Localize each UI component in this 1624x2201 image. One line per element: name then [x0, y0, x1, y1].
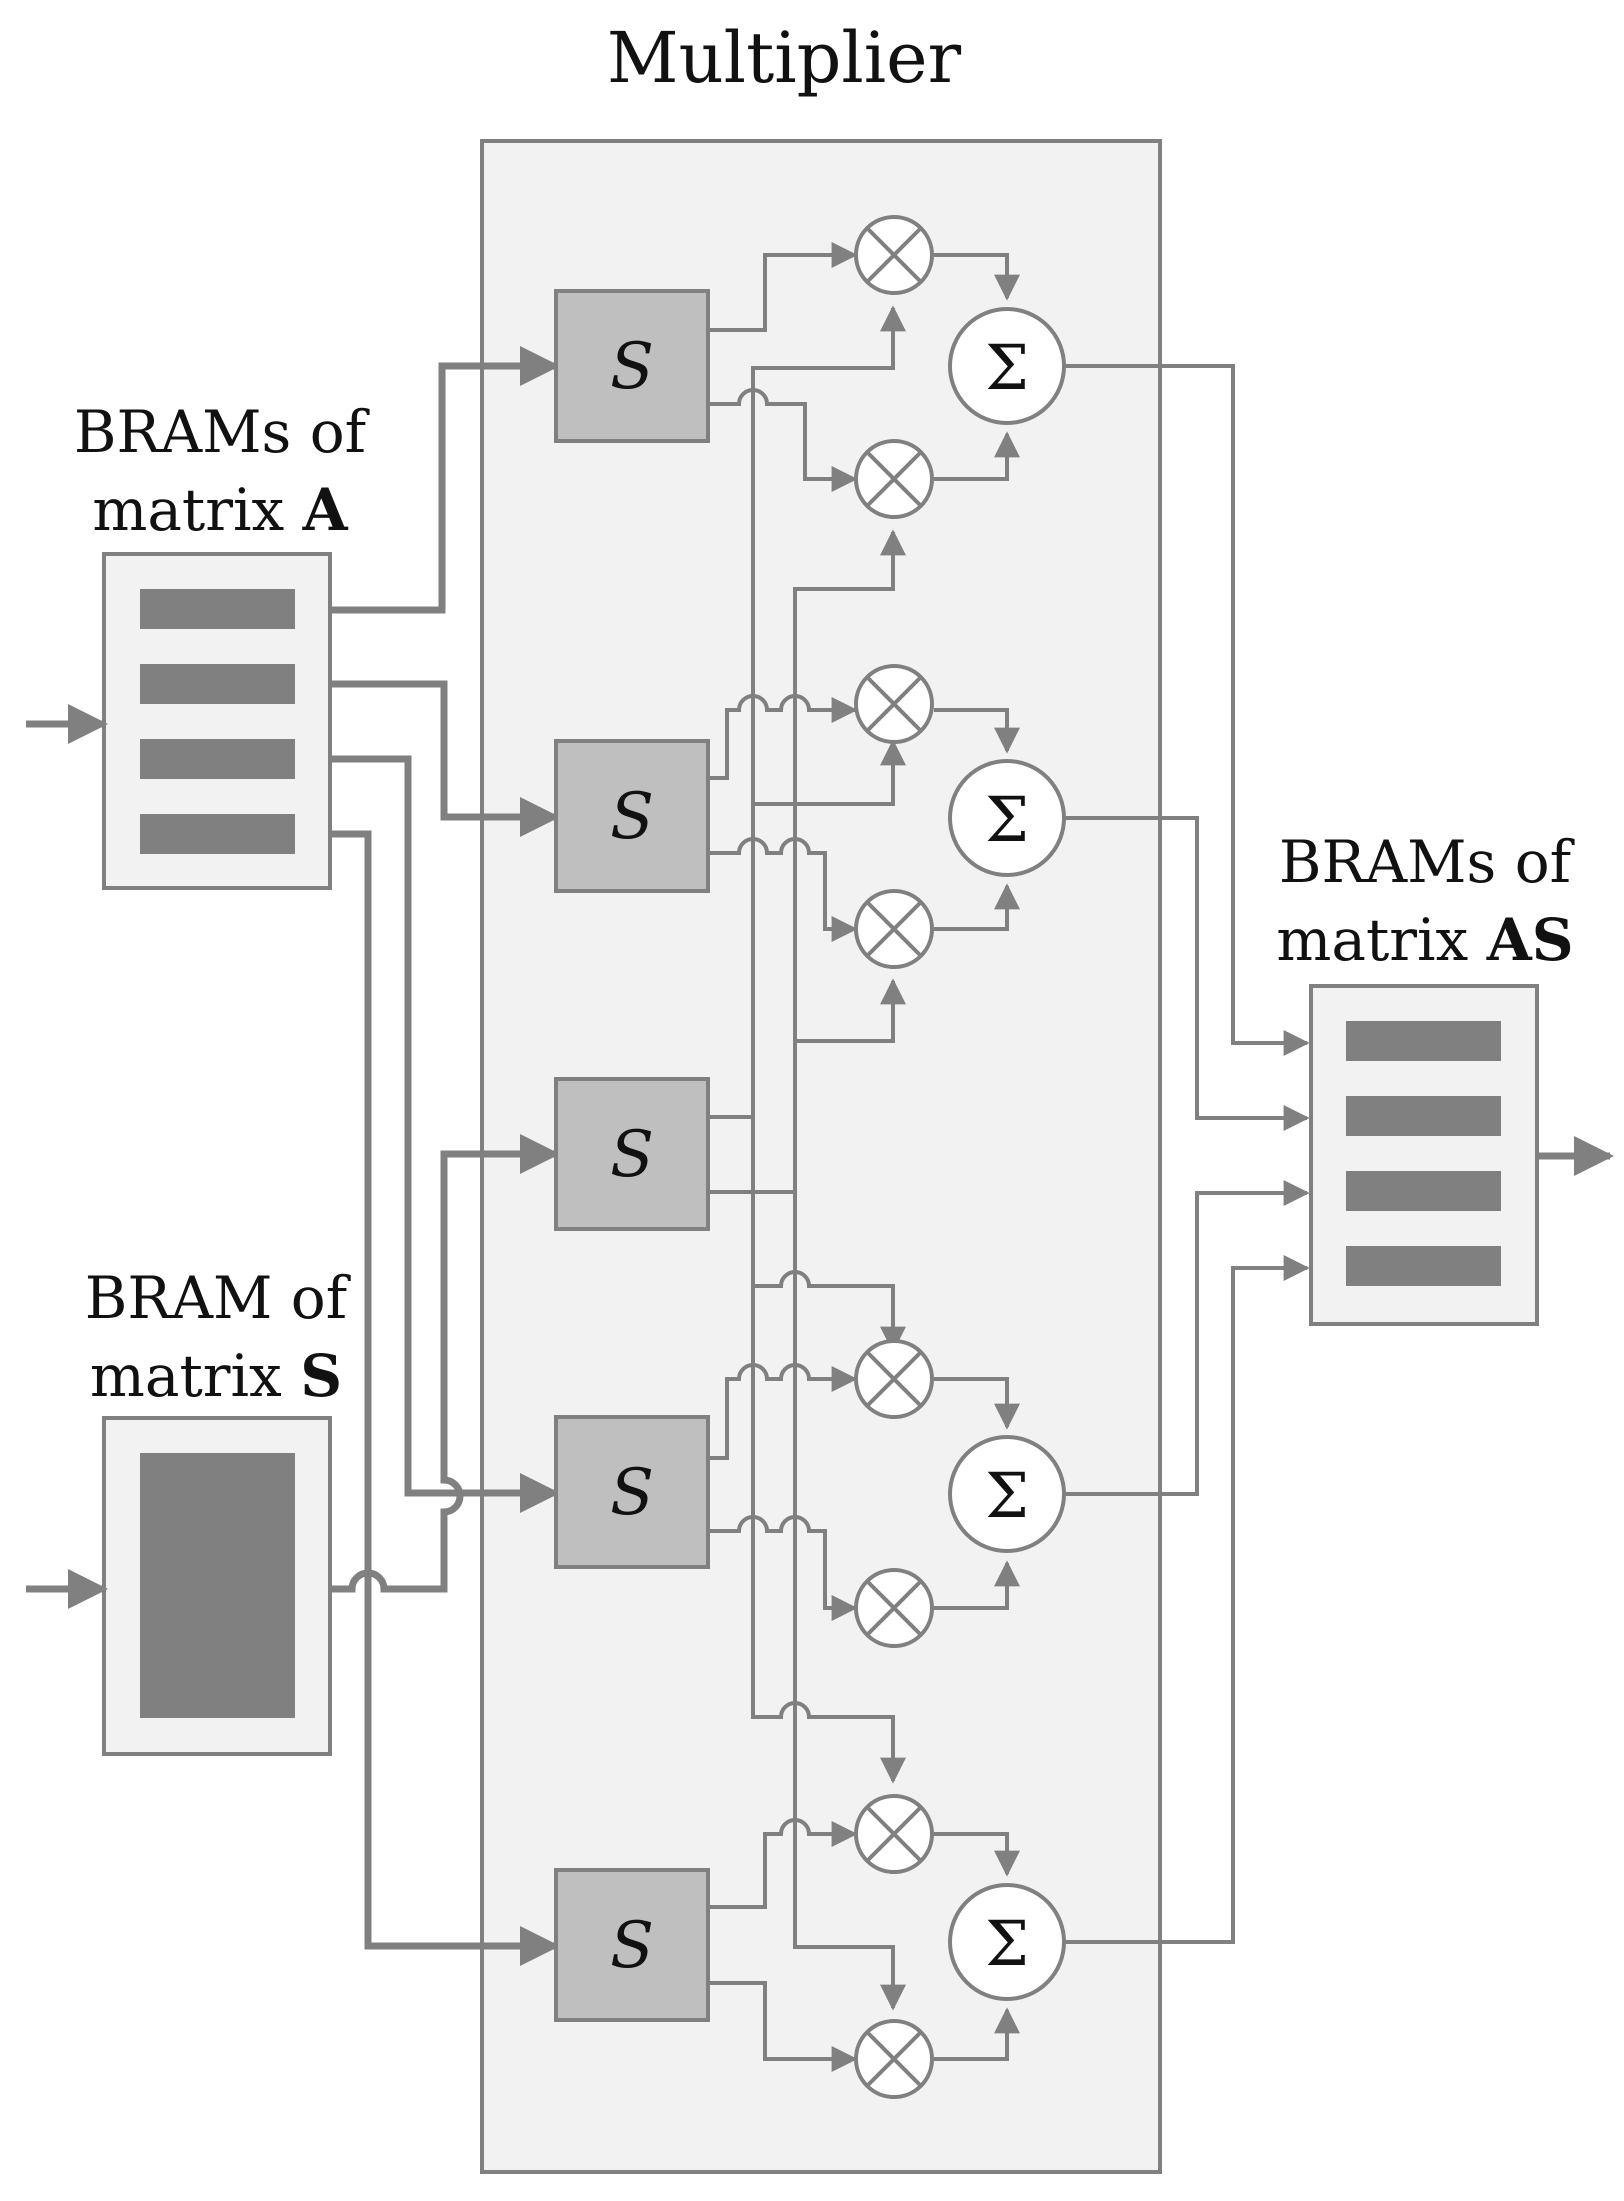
- bram-s-fill: [140, 1453, 295, 1718]
- s-block-label: S: [610, 330, 654, 404]
- bram-as-label-line1: BRAMs of: [1279, 828, 1575, 896]
- feed-wire-a3: [330, 755, 560, 1513]
- feed-wire-a4: [330, 830, 560, 1966]
- s-block-label: S: [610, 1118, 654, 1192]
- feed-wires: [330, 346, 560, 1966]
- sum-node-label: Σ: [985, 331, 1029, 404]
- sum-node-label: Σ: [985, 1907, 1029, 1980]
- bram-as-bar: [1346, 1171, 1501, 1211]
- multiply-node-icon: [854, 1339, 934, 1419]
- sum-node: Σ: [948, 1883, 1066, 2001]
- s1-upper-output: [709, 242, 858, 332]
- s2-upper-output: [709, 694, 858, 780]
- feed-wire-s: [330, 1134, 560, 1593]
- bram-a-bar: [140, 589, 295, 629]
- multiply-node-icon: [854, 215, 934, 295]
- multiply-node-icon: [854, 1568, 934, 1648]
- multiply-node-icon: [854, 664, 934, 744]
- mult-to-sum-5b: [934, 2007, 1020, 2061]
- s-block: S: [554, 739, 710, 893]
- bram-s-label-line1: BRAM of: [85, 1264, 351, 1332]
- multiply-node-icon: [854, 439, 934, 519]
- s3-lower-bus-down: [793, 1192, 906, 2011]
- bram-a-bar: [140, 739, 295, 779]
- bram-as-label-line2: matrix AS: [1276, 906, 1573, 974]
- multiplier-title: Multiplier: [607, 17, 962, 99]
- s3-upper-tap-2: [753, 739, 906, 806]
- s-block: S: [554, 289, 710, 443]
- s3-lower-tap-2: [795, 978, 906, 1043]
- mult-to-sum-4b: [934, 1560, 1020, 1610]
- s-block-label: S: [610, 1909, 654, 1983]
- sum-node: Σ: [948, 759, 1066, 877]
- multiply-node-icon: [854, 2019, 934, 2099]
- s3-lower-bus: [709, 529, 906, 1194]
- s3-upper-bus: [709, 305, 906, 1119]
- bram-a-bar: [140, 664, 295, 704]
- sum5-to-as: [1064, 1255, 1310, 1944]
- sum-node-label: Σ: [985, 783, 1029, 856]
- bram-a-label-line1: BRAMs of: [74, 398, 370, 466]
- signal-wires: [709, 242, 1310, 2072]
- feed-wire-a2: [330, 680, 560, 837]
- mult-to-sum-1b: [934, 431, 1020, 481]
- sum-node: Σ: [948, 307, 1066, 425]
- mult-to-sum-4a: [934, 1377, 1020, 1430]
- sum-node: Σ: [948, 1435, 1066, 1553]
- s-block: S: [554, 1868, 710, 2022]
- bram-a-bar: [140, 814, 295, 854]
- sum4-to-as: [1064, 1180, 1310, 1496]
- mult-to-sum-5a: [934, 1832, 1020, 1877]
- s-block: S: [554, 1415, 710, 1569]
- s1-lower-output: [709, 388, 858, 492]
- s5-lower-output: [709, 1981, 858, 2072]
- sum2-to-as: [1064, 816, 1310, 1131]
- s2-lower-output: [709, 837, 858, 942]
- bram-as-bar: [1346, 1246, 1501, 1286]
- mult-to-sum-2a: [934, 708, 1020, 754]
- s-block-label: S: [610, 780, 654, 854]
- feed-wire-a1: [330, 346, 560, 614]
- s-block-label: S: [610, 1456, 654, 1530]
- s4-lower-output: [709, 1515, 858, 1621]
- bram-as-bar: [1346, 1096, 1501, 1136]
- multiply-node-icon: [854, 889, 934, 969]
- mult-to-sum-2b: [934, 883, 1020, 931]
- s5-upper-output: [709, 1818, 858, 1909]
- mult-to-sum-1a: [934, 253, 1020, 301]
- s4-upper-output: [709, 1363, 858, 1460]
- sum-node-label: Σ: [985, 1459, 1029, 1532]
- bram-a-label-line2: matrix A: [92, 476, 348, 544]
- multiply-node-icon: [854, 1794, 934, 1874]
- sum1-to-as: [1064, 364, 1310, 1056]
- bram-s-label-line2: matrix S: [90, 1342, 342, 1410]
- s-block: S: [554, 1077, 710, 1231]
- bram-as-bar: [1346, 1021, 1501, 1061]
